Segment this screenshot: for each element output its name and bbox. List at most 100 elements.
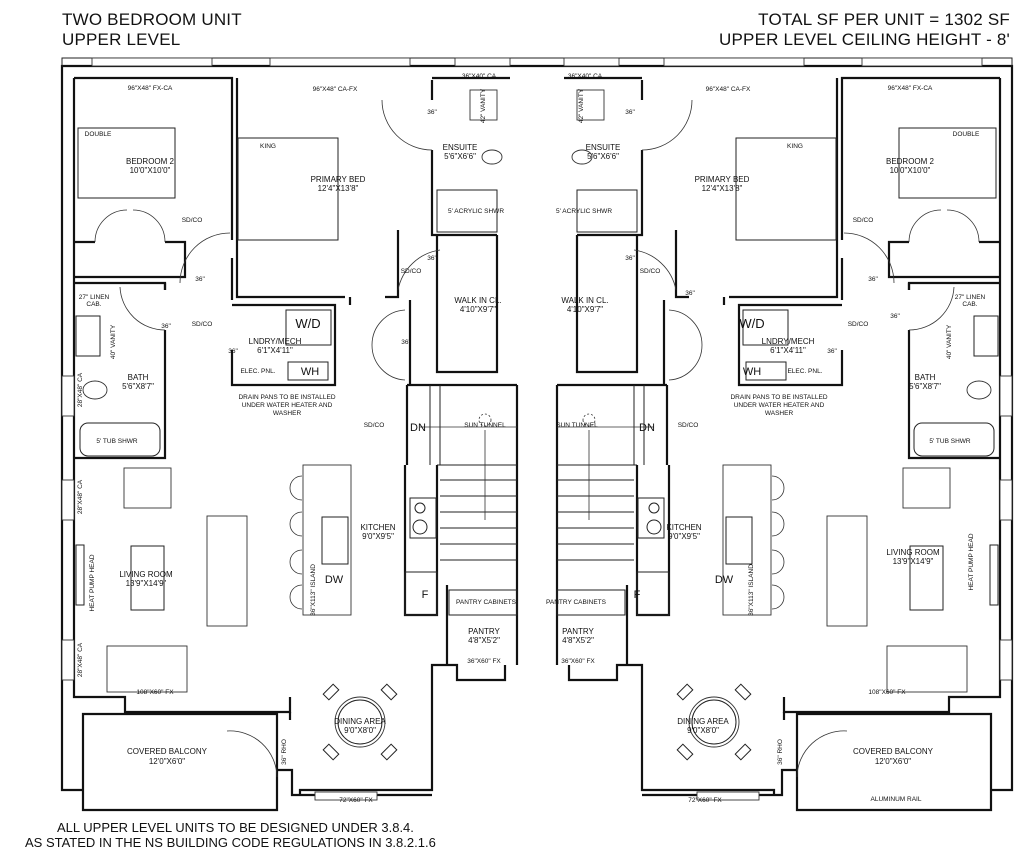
dishwasher-label: DW (715, 574, 734, 586)
room-size: 4'10"X9'7" (460, 305, 496, 314)
drain-note: UNDER WATER HEATER AND (242, 402, 333, 409)
window-label: 96"X48" CA-FX (313, 86, 358, 93)
smoke-detector-label: SD/CO (678, 422, 699, 429)
pantry-cabinets-label: PANTRY CABINETS (546, 599, 607, 606)
room-size: 9'0"X8'0" (687, 726, 719, 735)
smoke-detector-label: SD/CO (182, 217, 203, 224)
linen-label: CAB. (962, 301, 977, 308)
room-name-bedroom2: BEDROOM 2 (886, 157, 935, 166)
room-name-living: LIVING ROOM (119, 570, 173, 579)
door-size: 36" (827, 348, 837, 355)
room-name-kitchen: KITCHEN (666, 523, 701, 532)
door-size: 36" (625, 255, 635, 262)
info-block: TOTAL SF PER UNIT = 1302 SF UPPER LEVEL … (719, 10, 1010, 50)
sun-tunnel-label: SUN TUNNEL (556, 422, 598, 429)
room-size: 12'0"X6'0" (875, 757, 911, 766)
bed-label: KING (260, 143, 276, 150)
window (269, 57, 411, 67)
room-size: 10'0"X10'0" (130, 166, 171, 175)
window-label: 96"X48" FX-CA (128, 85, 173, 92)
stairs-down-label: DN (410, 422, 426, 434)
code-note-line1: ALL UPPER LEVEL UNITS TO BE DESIGNED UND… (57, 820, 414, 835)
bed-label: DOUBLE (953, 131, 980, 138)
window-label: 36"X40" CA (568, 73, 603, 80)
tub-label: 5' TUB SHWR (96, 438, 138, 445)
right-unit-labels: 96"X48" FX-CA DOUBLE BEDROOM 2 10'0"X10'… (546, 73, 986, 804)
bed-label: DOUBLE (85, 131, 112, 138)
room-size: 13'9"X14'9" (126, 579, 167, 588)
window-label: 96"X48" FX-CA (888, 85, 933, 92)
door-label: 36" RHO (281, 739, 288, 765)
room-name-primary: PRIMARY BED (695, 175, 750, 184)
vanity-label: 40" VANITY (110, 324, 117, 359)
tub-label: 5' TUB SHWR (929, 438, 971, 445)
room-name-balcony: COVERED BALCONY (853, 747, 934, 756)
door-size: 36" (195, 276, 205, 283)
bed-label: KING (787, 143, 803, 150)
room-name-bath: BATH (915, 373, 936, 382)
window-label: 108"X60" FX (868, 689, 906, 696)
washer-dryer-label: W/D (739, 316, 764, 331)
water-heater-label: WH (301, 366, 319, 378)
room-size: 6'1"X4'11" (770, 346, 806, 355)
window-label: 28"X48" CA (77, 642, 84, 677)
room-size: 5'6"X8'7" (122, 382, 154, 391)
window (91, 57, 213, 67)
room-size: 5'6"X6'6" (444, 152, 476, 161)
window-label: 72"X60" FX (688, 797, 722, 804)
title-block: TWO BEDROOM UNIT UPPER LEVEL (62, 10, 242, 50)
electrical-panel-label: ELEC. PNL. (787, 368, 822, 375)
pantry-cabinets-label: PANTRY CABINETS (456, 599, 517, 606)
window-label: 36"X60" FX (561, 658, 595, 665)
window-label: 96"X48" CA-FX (706, 86, 751, 93)
room-name-laundry: LNDRY/MECH (249, 337, 302, 346)
room-name-kitchen: KITCHEN (360, 523, 395, 532)
washer-dryer-label: W/D (295, 316, 320, 331)
shower-label: 5' ACRYLIC SHWR (556, 208, 612, 215)
window-label: 108"X60" FX (136, 689, 174, 696)
linen-label: 27" LINEN (79, 294, 110, 301)
smoke-detector-label: SD/CO (192, 321, 213, 328)
room-size: 9'0"X9'5" (668, 532, 700, 541)
linen-label: CAB. (86, 301, 101, 308)
island-label: 36"X113" ISLAND (748, 564, 755, 616)
room-name-laundry: LNDRY/MECH (762, 337, 815, 346)
room-size: 6'1"X4'11" (257, 346, 293, 355)
room-name-dining: DINING AREA (677, 717, 729, 726)
plan-title: TWO BEDROOM UNIT (62, 10, 242, 29)
smoke-detector-label: SD/CO (848, 321, 869, 328)
room-size: 13'9"X14'9" (893, 557, 934, 566)
room-size: 12'4"X13'8" (318, 184, 359, 193)
electrical-panel-label: ELEC. PNL. (240, 368, 275, 375)
room-size: 9'0"X9'5" (362, 532, 394, 541)
heat-pump-label: HEAT PUMP HEAD (89, 554, 96, 611)
door-size: 36" (228, 348, 238, 355)
room-name-primary: PRIMARY BED (311, 175, 366, 184)
window-label: 72"X60" FX (339, 797, 373, 804)
door-size: 36" (625, 109, 635, 116)
window-label: 36"X40" CA (462, 73, 497, 80)
drain-note: DRAIN PANS TO BE INSTALLED (730, 394, 827, 401)
window-label: 28"X48" CA (77, 372, 84, 407)
room-name-balcony: COVERED BALCONY (127, 747, 208, 756)
room-name-ensuite: ENSUITE (443, 143, 478, 152)
room-size: 4'8"X5'2" (562, 636, 594, 645)
stairs-down-label: DN (639, 422, 655, 434)
ceiling-height: UPPER LEVEL CEILING HEIGHT - 8' (719, 30, 1010, 49)
dishwasher-label: DW (325, 574, 344, 586)
plan-level: UPPER LEVEL (62, 30, 181, 49)
window (454, 57, 511, 67)
room-name-ensuite: ENSUITE (586, 143, 621, 152)
room-size: 10'0"X10'0" (890, 166, 931, 175)
unit-walls-right (535, 56, 1014, 812)
linen-label: 27" LINEN (955, 294, 986, 301)
room-name-pantry: PANTRY (468, 627, 500, 636)
door-label: 36" RHO (777, 739, 784, 765)
room-name-walkin: WALK IN CL. (561, 296, 608, 305)
sun-tunnel-label: SUN TUNNEL (464, 422, 506, 429)
left-unit-labels: 96"X48" FX-CA DOUBLE BEDROOM 2 10'0"X10'… (77, 73, 517, 804)
vanity-label: 42" VANITY (480, 88, 487, 123)
vanity-label: 40" VANITY (946, 324, 953, 359)
unit-walls-left (60, 57, 537, 812)
room-size: 4'8"X5'2" (468, 636, 500, 645)
